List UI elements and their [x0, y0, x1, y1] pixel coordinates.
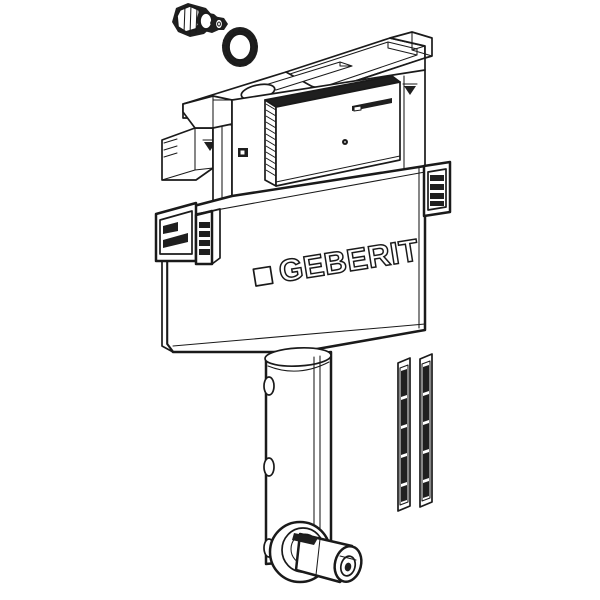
module-top-face [265, 76, 400, 107]
module-slot-opening [352, 98, 392, 111]
bracket-notch-stack [199, 222, 210, 255]
flush-pipe [263, 346, 333, 566]
right-mounting-bracket [422, 160, 452, 218]
pipe-hole-1 [263, 376, 275, 396]
mounting-rail-1 [397, 357, 411, 512]
bottom-outlet-valve-elbow [268, 520, 363, 584]
cistern-top-cover [285, 31, 433, 93]
knurled-ring-nut [221, 27, 258, 67]
orientation-triangle-marker-2 [404, 86, 416, 95]
geberit-square-mark [252, 265, 274, 287]
inspection-opening-module [264, 75, 401, 187]
pipe-hole-2 [263, 457, 275, 477]
slotted-mounting-rails [397, 353, 433, 512]
right-bracket-notch-stack [430, 175, 444, 206]
overflow-housing [161, 95, 233, 181]
cistern-main-body [161, 164, 427, 354]
left-mounting-bracket [154, 201, 221, 266]
module-front-face [275, 81, 401, 187]
fill-valve-fitting [172, 3, 228, 37]
mounting-rail-2 [419, 353, 433, 508]
